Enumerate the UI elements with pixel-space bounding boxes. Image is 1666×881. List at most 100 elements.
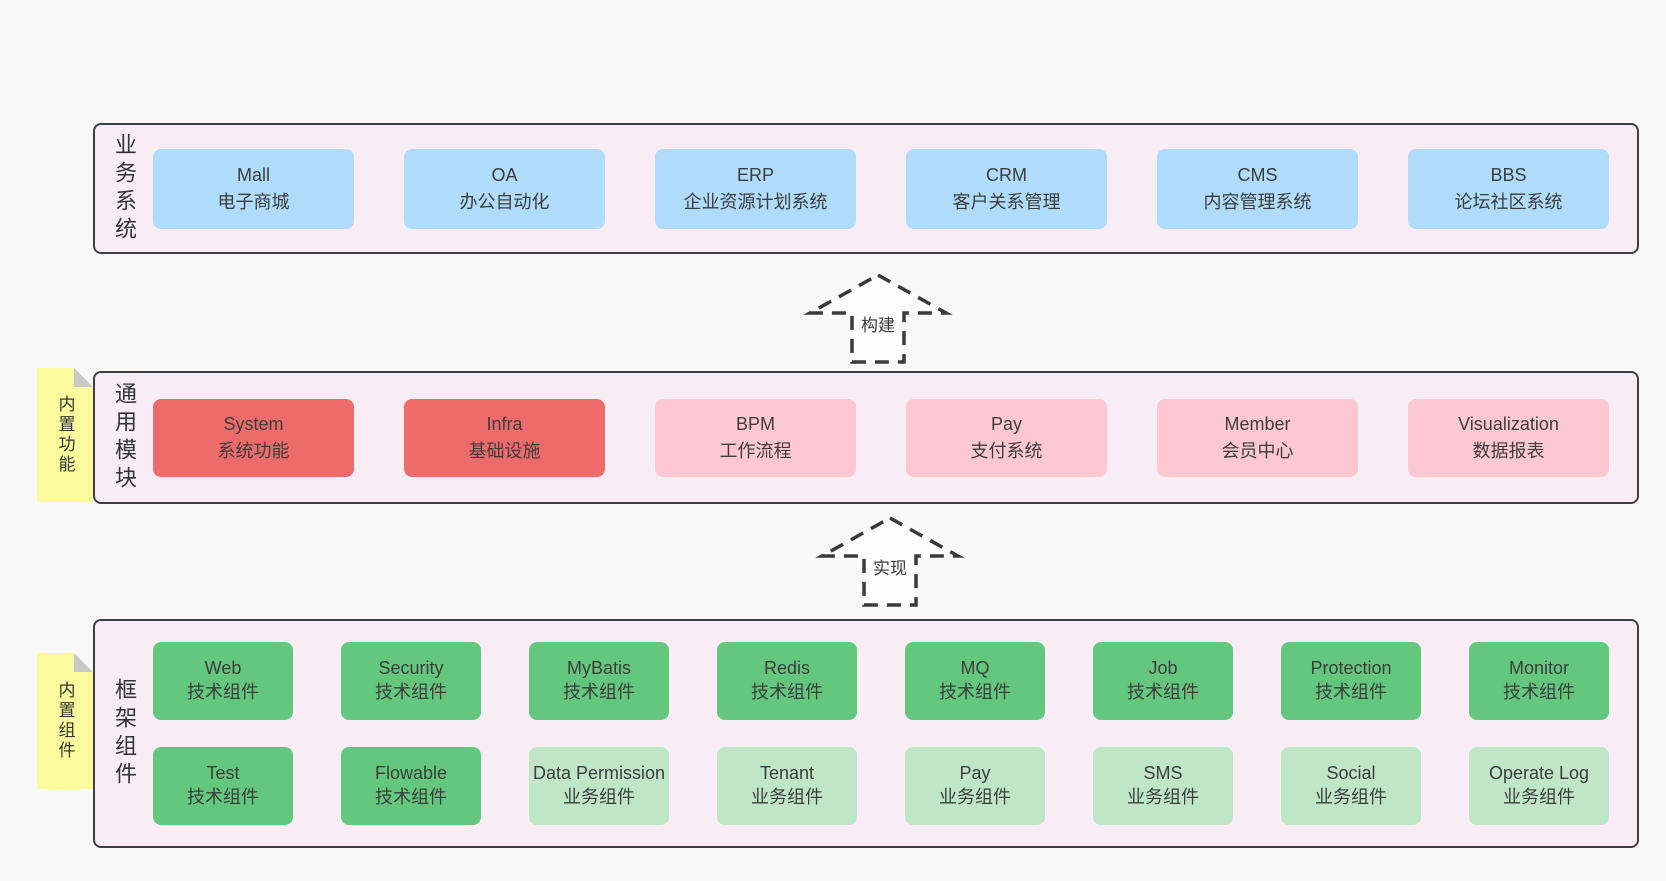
box-desc: 业务组件: [1503, 787, 1575, 807]
band-common-modules: 通用模块 System 系统功能 Infra 基础设施 BPM 工作流程 Pay…: [93, 371, 1639, 504]
box-name: Monitor: [1508, 658, 1570, 679]
box-desc: 技术组件: [1503, 682, 1575, 702]
box-name: Operate Log: [1488, 763, 1590, 784]
arrow-implement: 实现: [810, 514, 970, 609]
box-name: BBS: [1490, 165, 1527, 186]
box-name: CRM: [986, 165, 1027, 186]
sticky-note-builtin-components: 内置组件: [37, 653, 93, 789]
framework-components-grid: Web 技术组件 Security 技术组件 MyBatis 技术组件 Redi…: [153, 642, 1637, 825]
band-business-systems: 业务系统 Mall 电子商城 OA 办公自动化 ERP 企业资源计划系统 CRM…: [93, 123, 1639, 254]
box-desc: 内容管理系统: [1203, 191, 1312, 212]
box-name: OA: [491, 165, 518, 186]
box-desc: 客户关系管理: [952, 191, 1061, 212]
band-label-common-modules: 通用模块: [95, 382, 153, 494]
box-name: Visualization: [1458, 414, 1559, 435]
box-monitor: Monitor 技术组件: [1469, 642, 1609, 720]
framework-row-1: Web 技术组件 Security 技术组件 MyBatis 技术组件 Redi…: [153, 642, 1637, 720]
box-desc: 基础设施: [468, 440, 541, 461]
box-desc: 技术组件: [1315, 682, 1387, 702]
box-pay-component: Pay 业务组件: [905, 747, 1045, 825]
box-web: Web 技术组件: [153, 642, 293, 720]
box-name: BPM: [735, 414, 775, 435]
box-name: Tenant: [759, 763, 815, 784]
box-name: Flowable: [374, 763, 448, 784]
arrow-build: 构建: [798, 271, 958, 366]
box-name: Web: [204, 658, 242, 679]
business-systems-row: Mall 电子商城 OA 办公自动化 ERP 企业资源计划系统 CRM 客户关系…: [153, 148, 1637, 229]
box-flowable: Flowable 技术组件: [341, 747, 481, 825]
box-redis: Redis 技术组件: [717, 642, 857, 720]
box-desc: 技术组件: [1127, 682, 1199, 702]
box-desc: 技术组件: [375, 787, 447, 807]
box-desc: 办公自动化: [459, 191, 550, 212]
box-name: System: [223, 414, 284, 435]
band-framework-components: 框架组件 Web 技术组件 Security 技术组件 MyBatis 技术组件…: [93, 619, 1639, 848]
box-visualization: Visualization 数据报表: [1408, 398, 1609, 477]
band-label-text: 框架组件: [112, 677, 137, 790]
box-tenant: Tenant 业务组件: [717, 747, 857, 825]
sticky-note-text: 内置组件: [55, 681, 75, 761]
box-sms: SMS 业务组件: [1093, 747, 1233, 825]
box-desc: 技术组件: [375, 682, 447, 702]
box-mq: MQ 技术组件: [905, 642, 1045, 720]
box-name: Protection: [1310, 658, 1392, 679]
box-erp: ERP 企业资源计划系统: [655, 148, 856, 229]
box-name: CMS: [1237, 165, 1278, 186]
box-pay-module: Pay 支付系统: [906, 398, 1107, 477]
box-desc: 技术组件: [563, 682, 635, 702]
box-member: Member 会员中心: [1157, 398, 1358, 477]
arrow-build-label: 构建: [858, 311, 898, 336]
box-name: Redis: [763, 658, 811, 679]
box-name: Infra: [486, 414, 523, 435]
box-desc: 业务组件: [1315, 787, 1387, 807]
box-name: SMS: [1143, 763, 1183, 784]
box-desc: 业务组件: [563, 787, 635, 807]
box-name: Job: [1148, 658, 1178, 679]
box-name: MyBatis: [566, 658, 631, 679]
box-desc: 会员中心: [1221, 440, 1294, 461]
box-desc: 业务组件: [939, 787, 1011, 807]
box-mall: Mall 电子商城: [153, 148, 354, 229]
box-name: Pay: [990, 414, 1023, 435]
box-crm: CRM 客户关系管理: [906, 148, 1107, 229]
box-bpm: BPM 工作流程: [655, 398, 856, 477]
box-infra: Infra 基础设施: [404, 398, 605, 477]
box-test: Test 技术组件: [153, 747, 293, 825]
box-desc: 系统功能: [217, 440, 290, 461]
sticky-note-text: 内置功能: [55, 395, 75, 475]
box-desc: 技术组件: [187, 682, 259, 702]
box-desc: 技术组件: [939, 682, 1011, 702]
box-name: Pay: [959, 763, 991, 784]
box-data-permission: Data Permission 业务组件: [529, 747, 669, 825]
box-name: Test: [206, 763, 240, 784]
sticky-note-builtin-features: 内置功能: [37, 368, 93, 502]
box-oa: OA 办公自动化: [404, 148, 605, 229]
band-label-business-systems: 业务系统: [95, 133, 153, 245]
box-desc: 业务组件: [751, 787, 823, 807]
box-system: System 系统功能: [153, 398, 354, 477]
box-desc: 数据报表: [1472, 440, 1545, 461]
box-name: Social: [1326, 763, 1376, 784]
box-desc: 支付系统: [970, 440, 1043, 461]
box-protection: Protection 技术组件: [1281, 642, 1421, 720]
box-name: ERP: [736, 165, 774, 186]
box-desc: 论坛社区系统: [1454, 191, 1563, 212]
band-label-framework-components: 框架组件: [95, 678, 153, 790]
box-desc: 技术组件: [187, 787, 259, 807]
box-name: Member: [1224, 414, 1291, 435]
box-name: MQ: [960, 658, 990, 679]
box-security: Security 技术组件: [341, 642, 481, 720]
box-desc: 业务组件: [1127, 787, 1199, 807]
box-bbs: BBS 论坛社区系统: [1408, 148, 1609, 229]
box-name: Data Permission: [532, 763, 666, 784]
box-mybatis: MyBatis 技术组件: [529, 642, 669, 720]
box-desc: 工作流程: [719, 440, 792, 461]
box-desc: 电子商城: [217, 191, 290, 212]
box-name: Mall: [236, 165, 270, 186]
common-modules-row: System 系统功能 Infra 基础设施 BPM 工作流程 Pay 支付系统…: [153, 398, 1637, 477]
box-name: Security: [378, 658, 444, 679]
box-desc: 技术组件: [751, 682, 823, 702]
band-label-text: 业务系统: [112, 132, 137, 245]
box-operate-log: Operate Log 业务组件: [1469, 747, 1609, 825]
band-label-text: 通用模块: [112, 381, 137, 494]
